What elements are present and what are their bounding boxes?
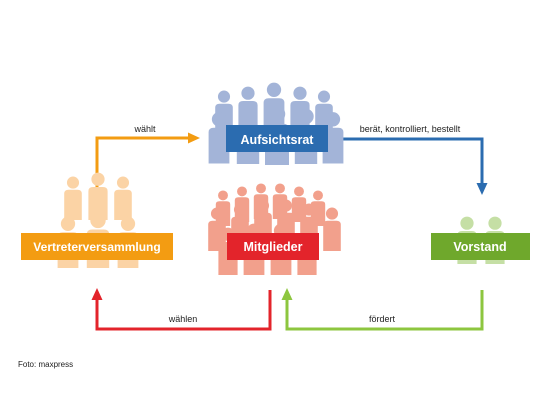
node-aufsichtsrat: Aufsichtsrat bbox=[208, 82, 344, 165]
edge-foerdert-label: fördert bbox=[369, 314, 396, 324]
edge-waehlt-arrowhead bbox=[188, 132, 200, 144]
edge-waehlt-line bbox=[95, 136, 190, 188]
mitglieder-label-box bbox=[227, 233, 319, 260]
edge-waehlt-label: wählt bbox=[133, 124, 156, 134]
edge-waehlen: wählen bbox=[91, 288, 272, 331]
node-vertreterversammlung: Vertreterversammlung bbox=[21, 172, 173, 268]
edge-waehlen-label: wählen bbox=[168, 314, 198, 324]
vorstand-label-box bbox=[431, 233, 530, 260]
edge-waehlt: wählt bbox=[95, 124, 200, 188]
edge-waehlen-arrowhead bbox=[91, 288, 103, 300]
photo-credit: Foto: maxpress bbox=[18, 360, 74, 369]
vorstand-label: Vorstand bbox=[453, 240, 506, 254]
edge-foerdert-arrowhead bbox=[281, 288, 293, 300]
edge-foerdert: fördert bbox=[281, 288, 484, 331]
edge-waehlen-line bbox=[95, 290, 272, 331]
mitglieder-people-icon bbox=[208, 183, 341, 275]
aufsichtsrat-label: Aufsichtsrat bbox=[241, 133, 315, 147]
node-vorstand: Vorstand bbox=[431, 216, 530, 264]
edge-beraet-label: berät, kontrolliert, bestellt bbox=[360, 124, 461, 134]
aufsichtsrat-people-icon bbox=[208, 82, 344, 165]
edge-beraet-arrowhead bbox=[476, 183, 488, 195]
mitglieder-label: Mitglieder bbox=[243, 240, 302, 254]
aufsichtsrat-label-box bbox=[226, 125, 328, 152]
vertreterversammlung-label-box bbox=[21, 233, 173, 260]
edge-beraet: berät, kontrolliert, bestellt bbox=[340, 124, 488, 195]
node-mitglieder: Mitglieder bbox=[208, 183, 341, 275]
vertreterversammlung-label: Vertreterversammlung bbox=[33, 240, 160, 254]
edge-beraet-line bbox=[340, 137, 484, 185]
edge-foerdert-line bbox=[285, 290, 484, 331]
